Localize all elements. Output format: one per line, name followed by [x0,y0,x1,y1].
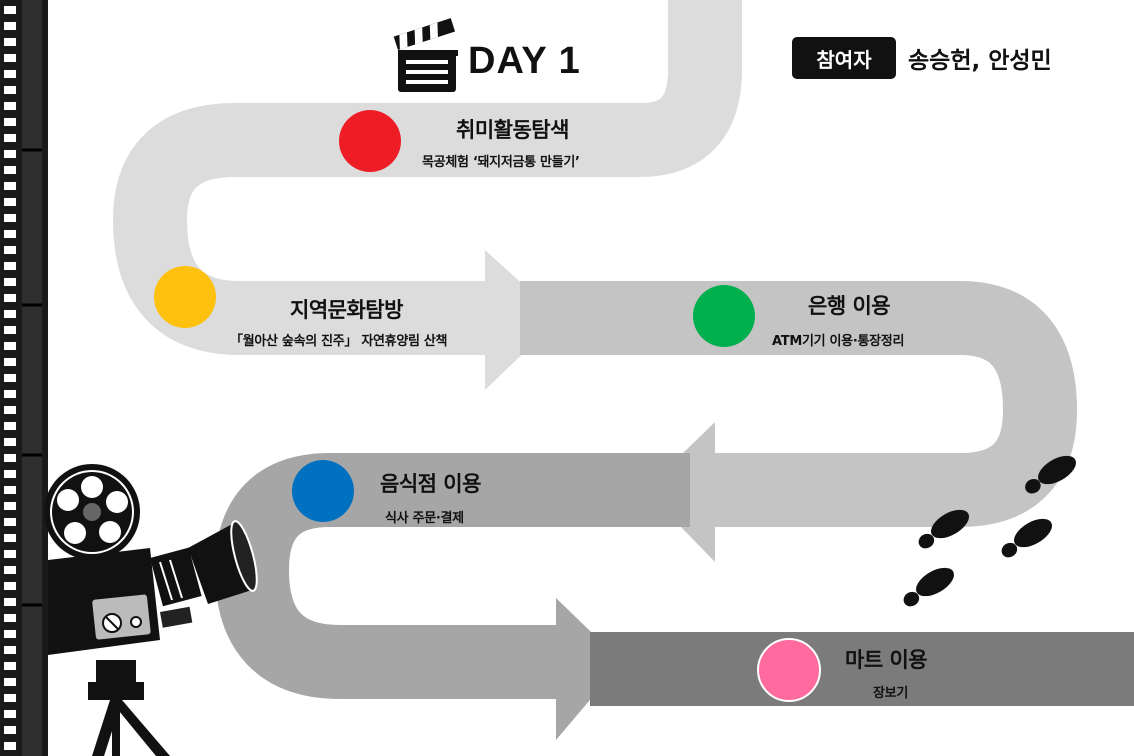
film-perforation [4,310,16,318]
movie-projector-icon [44,464,258,756]
film-perforation [4,358,16,366]
stop-title-4: 음식점 이용 [380,472,481,496]
film-perforation [4,134,16,142]
film-perforation [4,518,16,526]
film-perforation [4,102,16,110]
stop-title-1: 취미활동탐색 [456,118,569,142]
film-perforation [4,390,16,398]
film-perforation [4,326,16,334]
film-perforation [4,486,16,494]
stop-dot-3 [693,285,755,347]
film-perforation [4,54,16,62]
stop-title-2: 지역문화탐방 [290,298,403,322]
film-perforation [4,710,16,718]
stop-subtitle-1: 목공체험 ‘돼지저금통 만들기’ [422,155,580,170]
day-title: DAY 1 [468,40,581,82]
stop-subtitle-4: 식사 주문·결제 [385,511,464,526]
film-perforation [4,182,16,190]
film-perforation [4,214,16,222]
film-perforation [4,230,16,238]
film-perforation [4,294,16,302]
film-perforation [4,694,16,702]
clapperboard-icon [393,18,458,92]
film-perforation [4,278,16,286]
film-perforation [4,150,16,158]
film-perforation [4,246,16,254]
stop-subtitle-5: 장보기 [873,686,908,701]
film-strip [0,0,48,756]
film-perforation [4,646,16,654]
film-perforation [4,678,16,686]
participants-names: 송승헌, 안성민 [908,48,1052,74]
film-perforation [4,550,16,558]
road-segment-4 [590,632,1134,706]
stop-subtitle-2: 「월아산 숲속의 진주」 자연휴양림 산책 [230,334,448,349]
film-perforation [4,726,16,734]
film-perforation [4,502,16,510]
stop-title-3: 은행 이용 [808,294,891,318]
film-perforation [4,342,16,350]
stop-dot-4 [292,460,354,522]
participants-badge: 참여자 [792,37,896,79]
stop-dot-2 [154,266,216,328]
stop-dot-1 [339,110,401,172]
film-perforation [4,118,16,126]
film-perforation [4,454,16,462]
film-perforation [4,422,16,430]
film-perforation [4,406,16,414]
stop-subtitle-3: ATM기기 이용·통장정리 [772,334,905,349]
film-perforation [4,198,16,206]
stop-dot-5 [757,638,821,702]
film-perforation [4,38,16,46]
film-perforation [4,598,16,606]
film-perforation [4,582,16,590]
film-perforation [4,438,16,446]
stop-title-5: 마트 이용 [845,648,928,672]
film-perforation [4,742,16,750]
film-perforation [4,374,16,382]
film-perforation [4,470,16,478]
film-perforation [4,662,16,670]
film-perforation [4,534,16,542]
film-perforation [4,614,16,622]
film-perforation [4,86,16,94]
footprints-icon [903,455,1076,607]
film-perforation [4,630,16,638]
film-perforation [4,6,16,14]
film-perforation [4,262,16,270]
film-perforation [4,566,16,574]
film-perforation [4,166,16,174]
film-perforation [4,22,16,30]
film-perforation [4,70,16,78]
